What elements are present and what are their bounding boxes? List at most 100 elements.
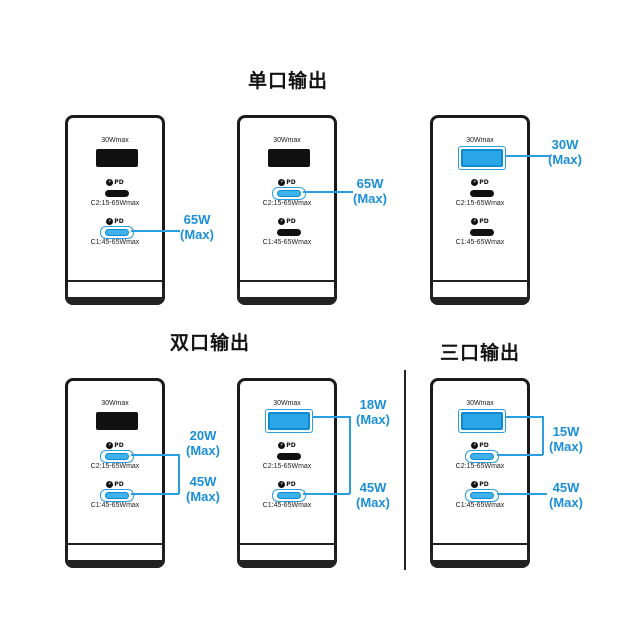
pd-badge: ⚡PD [68,179,162,186]
charger-seam [240,543,334,545]
c2-label: C2:15-65Wmax [455,463,505,470]
usb-c2-port [277,453,301,460]
callout-line [505,155,550,157]
charger-base [65,288,165,305]
callout-power: 65W [356,176,384,191]
callout-triple-a-c2: 15W (Max) [549,424,583,454]
callout-max: (Max) [180,227,214,242]
callout-dual-c2: 20W (Max) [186,428,220,458]
callout-max: (Max) [548,152,582,167]
bolt-icon: ⚡ [471,179,479,186]
c1-label: C1:45-65Wmax [455,239,505,246]
usb-c1-port-active [465,489,499,502]
callout-line [131,230,180,232]
c2-label: C2:15-65Wmax [262,463,312,470]
callout-line [542,416,544,455]
pd-badge: ⚡PD [68,442,162,449]
callout-line [349,416,351,494]
usb-c2-port-active [100,450,134,463]
pd-badge: ⚡PD [68,481,162,488]
callout-max: (Max) [549,495,583,510]
section-divider [404,370,406,570]
callout-line [131,454,179,456]
usb-a-label: 30Wmax [101,400,129,407]
pd-badge: ⚡PD [433,218,527,225]
pd-label: PD [286,218,296,225]
pd-badge: ⚡PD [240,179,334,186]
callout-dual-c1: 45W (Max) [186,474,220,504]
charger-base [430,288,530,305]
callout-single-c1: 65W (Max) [180,212,214,242]
pd-label: PD [479,481,489,488]
callout-line [178,454,180,494]
bolt-icon: ⚡ [278,218,286,225]
charger-dual-a-c1: 30Wmax ⚡PD C2:15-65Wmax ⚡PD C1:45-65Wmax [237,378,337,568]
bolt-icon: ⚡ [106,218,114,225]
charger-triple: 30Wmax ⚡PD C2:15-65Wmax ⚡PD C1:45-65Wmax [430,378,530,568]
pd-label: PD [286,481,296,488]
callout-power: 65W [183,212,211,227]
c2-label: C2:15-65Wmax [90,200,140,207]
pd-label: PD [479,218,489,225]
charger-single-c1: 30Wmax ⚡PD C2:15-65Wmax ⚡PD C1:45-65Wmax [65,115,165,305]
bolt-icon: ⚡ [106,179,114,186]
usb-a-port-active [458,146,506,170]
usb-a-label: 30Wmax [273,400,301,407]
bolt-icon: ⚡ [278,179,286,186]
title-single-output: 单口输出 [248,70,329,92]
c1-label: C1:45-65Wmax [455,502,505,509]
c1-label: C1:45-65Wmax [262,239,312,246]
callout-max: (Max) [549,439,583,454]
callout-power: 45W [189,474,217,489]
pd-badge: ⚡PD [240,218,334,225]
usb-a-port [96,149,138,167]
pd-label: PD [114,442,124,449]
pd-badge: ⚡PD [433,442,527,449]
c2-label: C2:15-65Wmax [262,200,312,207]
bolt-icon: ⚡ [471,442,479,449]
pd-label: PD [479,179,489,186]
usb-c2-port-active [272,187,306,200]
callout-power: 15W [552,424,580,439]
bolt-icon: ⚡ [278,442,286,449]
pd-badge: ⚡PD [433,481,527,488]
callout-dual-a: 18W (Max) [356,397,390,427]
usb-c2-port [105,190,129,197]
callout-triple-c1: 45W (Max) [549,480,583,510]
c2-label: C2:15-65Wmax [90,463,140,470]
callout-dual-c1b: 45W (Max) [356,480,390,510]
callout-power: 30W [551,137,579,152]
usb-c1-port-active [100,226,134,239]
callout-power: 45W [552,480,580,495]
c1-label: C1:45-65Wmax [262,502,312,509]
callout-line [312,416,350,418]
pd-label: PD [114,218,124,225]
callout-single-c2: 65W (Max) [353,176,387,206]
callout-line [303,191,353,193]
usb-c1-port-active [100,489,134,502]
c1-label: C1:45-65Wmax [90,239,140,246]
callout-max: (Max) [186,489,220,504]
bolt-icon: ⚡ [106,481,114,488]
callout-max: (Max) [353,191,387,206]
c2-label: C2:15-65Wmax [455,200,505,207]
usb-c1-port [470,229,494,236]
usb-c2-port-active [465,450,499,463]
callout-line [303,493,350,495]
pd-label: PD [114,179,124,186]
bolt-icon: ⚡ [471,218,479,225]
usb-a-port [96,412,138,430]
pd-badge: ⚡PD [68,218,162,225]
usb-c2-port [470,190,494,197]
pd-label: PD [286,179,296,186]
charger-single-c2: 30Wmax ⚡PD C2:15-65Wmax ⚡PD C1:45-65Wmax [237,115,337,305]
bolt-icon: ⚡ [471,481,479,488]
usb-c1-port-active [272,489,306,502]
callout-single-a: 30W (Max) [548,137,582,167]
pd-label: PD [286,442,296,449]
charger-base [237,288,337,305]
callout-power: 18W [359,397,387,412]
callout-power: 20W [189,428,217,443]
usb-c1-port [277,229,301,236]
callout-max: (Max) [356,495,390,510]
